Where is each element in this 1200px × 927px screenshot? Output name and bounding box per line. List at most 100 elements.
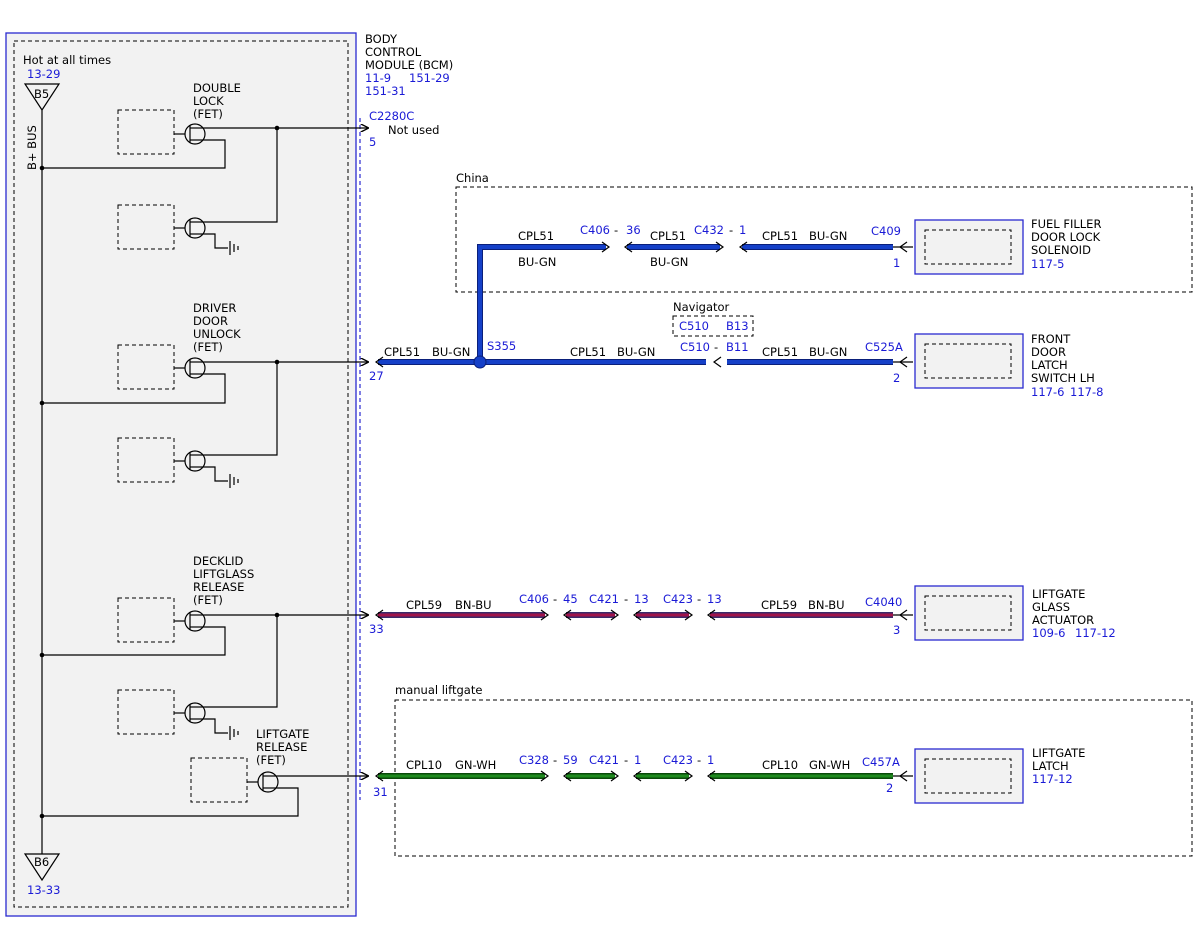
c432-connector-label: C432 bbox=[694, 223, 724, 237]
wire-circuit-label: CPL10 bbox=[406, 758, 442, 772]
wire-color-label: BU-GN bbox=[617, 345, 655, 359]
bcm-outline bbox=[5, 32, 357, 917]
c421-connector-label: C421 bbox=[589, 592, 619, 606]
c421-connector-label: C421 bbox=[589, 753, 619, 767]
liftgate-glass-actuator: LIFTGATE GLASS ACTUATOR 109-6 117-12 bbox=[914, 585, 1116, 641]
fet-decklid-liftglass-release: DECKLID LIFTGLASS RELEASE (FET) bbox=[39, 554, 280, 740]
fet-driver-block bbox=[190, 757, 248, 803]
wire-circuit-label: CPL51 bbox=[570, 345, 606, 359]
manual-liftgate-region-label: manual liftgate bbox=[395, 683, 482, 697]
china-dashed-region bbox=[455, 186, 1193, 293]
fet-transistor-icon bbox=[184, 357, 206, 379]
c423-connector-label: C423 bbox=[663, 753, 693, 767]
bcm-name-line-2: CONTROL bbox=[365, 45, 422, 59]
fet-driver-door-unlock: DRIVER DOOR UNLOCK (FET) bbox=[39, 301, 280, 488]
fet-transistor-icon bbox=[184, 610, 206, 632]
bcm-ref-151-31: 151-31 bbox=[365, 84, 406, 98]
b5-pin-label: B5 bbox=[34, 87, 49, 101]
bcm-name-line-3: MODULE (BCM) bbox=[365, 58, 453, 72]
ground-icon bbox=[229, 474, 239, 488]
wire-color-label: BU-GN bbox=[432, 345, 470, 359]
c423-connector-label: C423 bbox=[663, 592, 693, 606]
component-name-line: SWITCH LH bbox=[1031, 371, 1095, 385]
c457a-pin-label: 2 bbox=[886, 781, 893, 795]
wire-color-label: BN-BU bbox=[808, 598, 845, 612]
wire-circuit-label: CPL51 bbox=[650, 229, 686, 243]
component-ref: 117-5 bbox=[1031, 257, 1064, 271]
wire-circuit-label: CPL51 bbox=[384, 345, 420, 359]
manual-liftgate-region: manual liftgate 31 CPL10 GN-WH C328 - 59… bbox=[278, 683, 1193, 857]
s355-splice-label: S355 bbox=[487, 339, 516, 353]
fet-driver-block bbox=[117, 689, 175, 735]
component-name-line: FRONT bbox=[1031, 332, 1071, 346]
double-lock-output: C2280C 5 Not used bbox=[277, 109, 439, 149]
connector-separator: - bbox=[729, 223, 733, 237]
component-ref: 109-6 bbox=[1032, 626, 1065, 640]
ground-icon bbox=[229, 241, 239, 255]
front-door-latch-switch-lh: FRONT DOOR LATCH SWITCH LH 117-6 117-8 bbox=[914, 332, 1103, 399]
fet-label-line: (FET) bbox=[256, 753, 286, 767]
component-name-line: ACTUATOR bbox=[1032, 613, 1094, 627]
b6-pin-label: B6 bbox=[34, 855, 49, 869]
s355-splice-icon bbox=[473, 355, 487, 369]
wire-circuit-label: CPL51 bbox=[762, 229, 798, 243]
fet-label-line: LOCK bbox=[193, 94, 224, 108]
bcm-ref-11-9: 11-9 bbox=[365, 71, 391, 85]
wire-circuit-label: CPL51 bbox=[762, 345, 798, 359]
wire-circuit-label: CPL51 bbox=[518, 229, 554, 243]
c510-connector-label: C510 bbox=[680, 340, 710, 354]
fet-label-line: (FET) bbox=[193, 107, 223, 121]
not-used-pin-label: 5 bbox=[369, 135, 376, 149]
wire-cpl51-fuel bbox=[477, 244, 893, 361]
bcm-ref-151-29: 151-29 bbox=[409, 71, 450, 85]
component-ref: 117-6 bbox=[1031, 385, 1064, 399]
fet-label-line: DOOR bbox=[193, 314, 228, 328]
b-plus-bus-label: B+ BUS bbox=[25, 125, 39, 170]
navigator-dashed-region bbox=[672, 315, 754, 337]
connector-separator: - bbox=[553, 753, 557, 767]
c406-pin-label: 36 bbox=[626, 223, 641, 237]
b6-ref: 13-33 bbox=[27, 883, 60, 897]
component-name-line: LATCH bbox=[1031, 358, 1068, 372]
fet-label-line: UNLOCK bbox=[193, 327, 241, 341]
c421-pin-label: 13 bbox=[634, 592, 649, 606]
c328-pin-label: 59 bbox=[563, 753, 578, 767]
fet-label-line: LIFTGATE bbox=[256, 727, 309, 741]
fet-driver-block bbox=[117, 109, 175, 155]
bcm-pin-31-label: 31 bbox=[373, 785, 388, 799]
bcm-inner-dashed-border bbox=[13, 40, 349, 908]
c421-pin-label: 1 bbox=[634, 753, 641, 767]
component-name-line: DOOR LOCK bbox=[1031, 230, 1101, 244]
wire-circuit-label: CPL59 bbox=[406, 598, 442, 612]
bcm-pin-33-label: 33 bbox=[369, 622, 384, 636]
fet-transistor-icon bbox=[257, 771, 279, 793]
connector-separator: - bbox=[624, 592, 628, 606]
c328-connector-label: C328 bbox=[519, 753, 549, 767]
wire-color-label: BN-BU bbox=[455, 598, 492, 612]
fet-transistor-icon bbox=[184, 123, 206, 145]
component-name-line: LIFTGATE bbox=[1032, 587, 1085, 601]
fet-label-line: DRIVER bbox=[193, 301, 236, 315]
fet-label-line: LIFTGLASS bbox=[193, 567, 254, 581]
wire-color-label: BU-GN bbox=[809, 229, 847, 243]
fet-transistor-icon bbox=[184, 217, 206, 239]
connector-separator: - bbox=[697, 753, 701, 767]
hot-at-all-times-label: Hot at all times bbox=[23, 53, 111, 67]
wire-color-label: GN-WH bbox=[809, 758, 850, 772]
fet-label-line: RELEASE bbox=[256, 740, 307, 754]
component-name-line: GLASS bbox=[1032, 600, 1070, 614]
hot-ref: 13-29 bbox=[27, 67, 60, 81]
component-ref: 117-12 bbox=[1075, 626, 1116, 640]
wire-color-label: BU-GN bbox=[518, 255, 556, 269]
c406-connector-label: C406 bbox=[519, 592, 549, 606]
fet-label-line: (FET) bbox=[193, 340, 223, 354]
fet-label-line: DECKLID bbox=[193, 554, 243, 568]
wire-color-label: BU-GN bbox=[650, 255, 688, 269]
c457a-connector-label: C457A bbox=[862, 755, 900, 769]
bcm-name-line-1: BODY bbox=[365, 32, 398, 46]
fet-transistor-icon bbox=[184, 450, 206, 472]
fet-driver-block bbox=[117, 597, 175, 643]
navigator-region-label: Navigator bbox=[673, 300, 730, 314]
b6-bus-terminal-icon bbox=[23, 853, 61, 882]
